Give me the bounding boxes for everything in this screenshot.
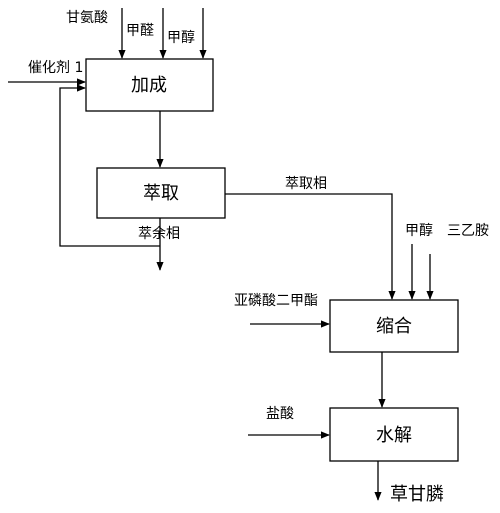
catalyst-label: 催化剂 1 [28,60,83,76]
extract-phase-label: 萃取相 [285,176,327,192]
hydrochloric-acid-label: 盐酸 [266,406,294,422]
formaldehyde-label: 甲醛 [126,23,154,39]
methanol-1-label: 甲醇 [167,29,195,46]
raffinate-phase-label: 萃余相 [138,225,180,242]
hydrolysis-box [329,407,459,462]
addition-label: 加成 [131,75,167,96]
condensation-box [329,299,459,353]
product-label: 草甘膦 [390,484,444,505]
dimethyl-phosphite-label: 亚磷酸二甲酯 [234,293,318,309]
extraction-box [96,167,226,219]
raffinate-recycle-arrow [59,84,160,247]
hydrolysis-label: 水解 [376,425,412,446]
condensation-label: 缩合 [376,316,412,337]
glycine-label: 甘氨酸 [66,10,108,26]
extraction-label: 萃取 [143,183,179,204]
extract-phase-arrow [225,193,396,300]
addition-box [85,58,214,112]
methanol-2-label: 甲醇 [405,222,433,239]
triethylamine-label: 三乙胺 [447,223,489,239]
